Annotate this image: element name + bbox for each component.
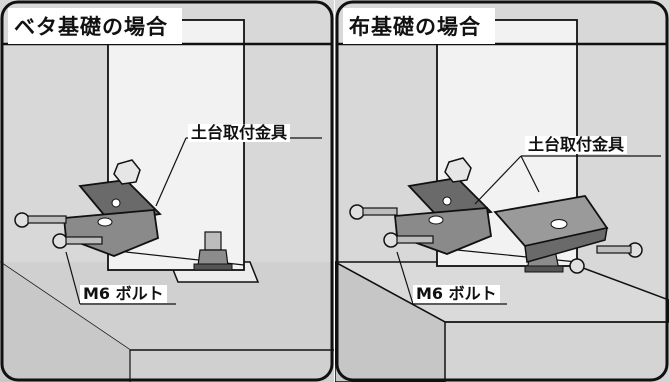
panel-title: 布基礎の場合 [343, 8, 495, 44]
panel-mat-foundation: ベタ基礎の場合 土台取付金具 M6 ボルト [0, 0, 334, 382]
mat-foundation-illustration [0, 0, 334, 382]
bolt-label: M6 ボルト [413, 285, 500, 303]
strip-foundation-illustration [335, 0, 669, 382]
panel-title: ベタ基礎の場合 [8, 8, 182, 44]
bracket-label: 土台取付金具 [525, 136, 628, 154]
bolt-label: M6 ボルト [80, 285, 167, 303]
bracket-label: 土台取付金具 [188, 124, 291, 142]
panel-strip-foundation: 布基礎の場合 土台取付金具 M6 ボルト [335, 0, 669, 382]
